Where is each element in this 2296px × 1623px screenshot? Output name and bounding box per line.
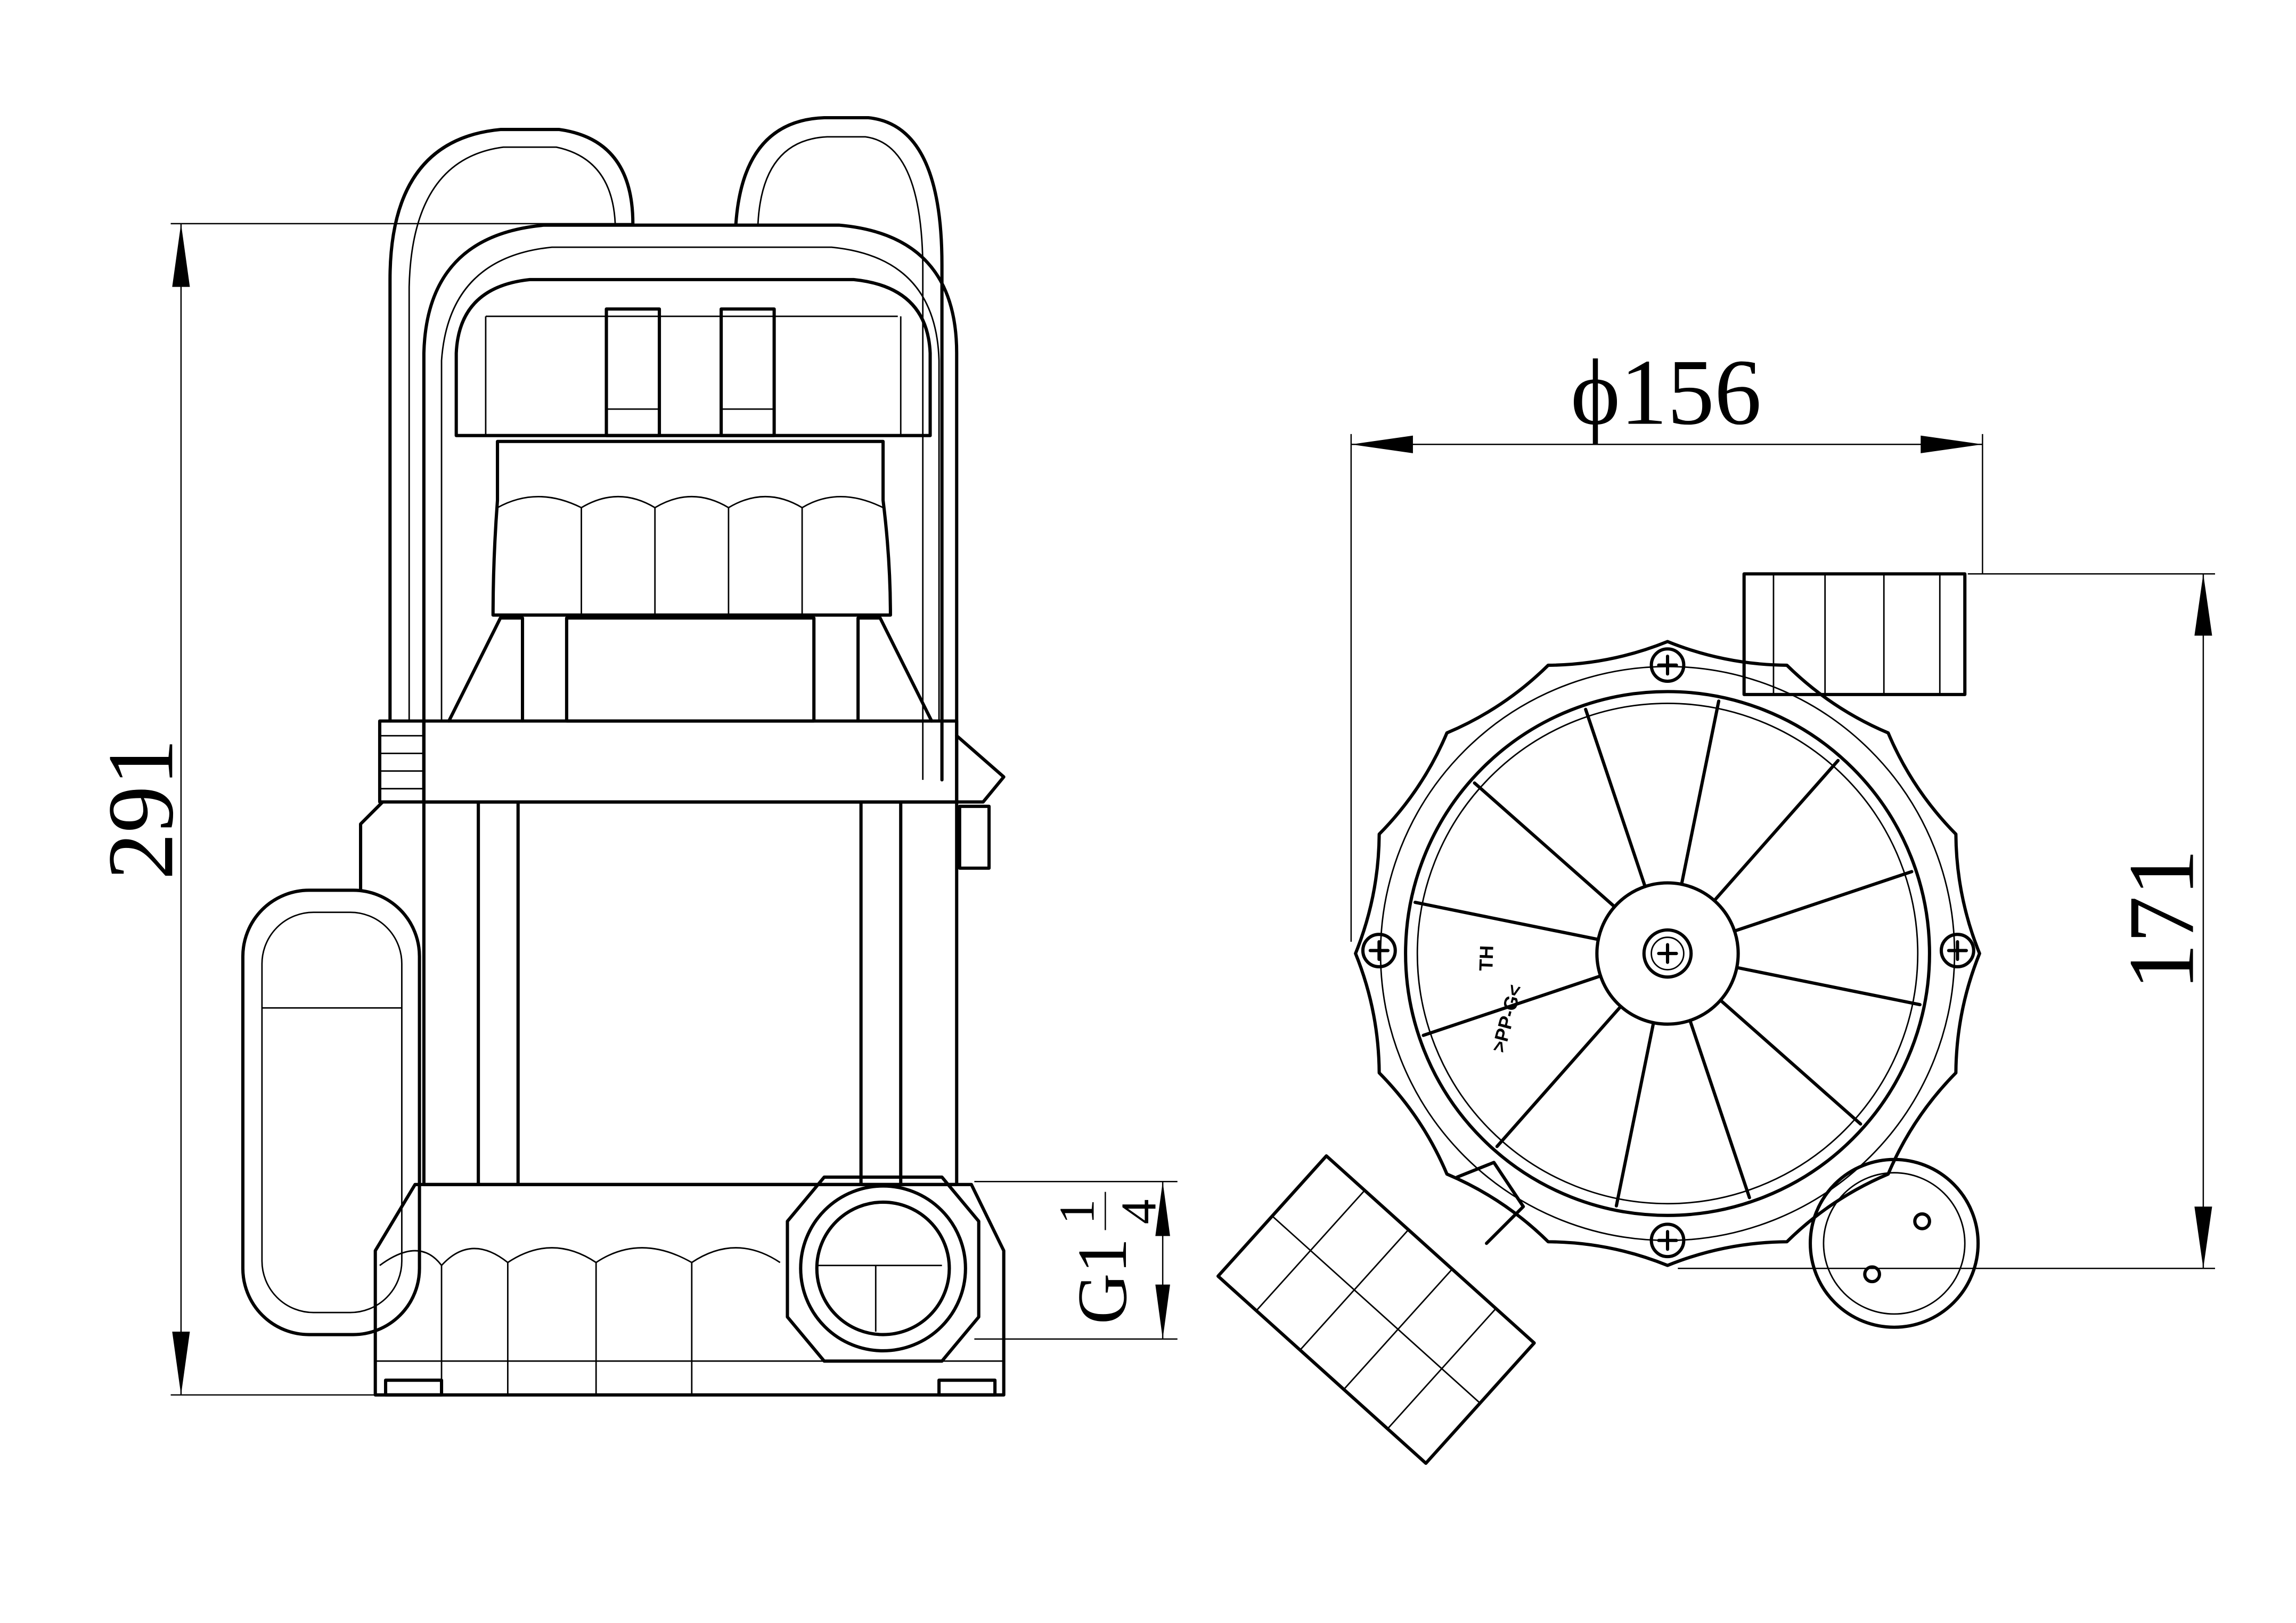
strainer-spoke bbox=[1473, 781, 1616, 909]
handle-right bbox=[734, 116, 944, 782]
outlet-port bbox=[786, 1175, 981, 1363]
upper-housing bbox=[422, 223, 959, 804]
strainer-spoke bbox=[1584, 707, 1647, 888]
dimension-height-291: 291 bbox=[88, 223, 633, 1396]
strainer-spokes bbox=[1413, 699, 1922, 1208]
strainer-spoke bbox=[1413, 900, 1600, 941]
strainer-spoke bbox=[1712, 759, 1840, 902]
float-switch bbox=[241, 800, 421, 1336]
side-view-pump bbox=[241, 116, 1006, 1397]
strainer-spoke bbox=[1688, 1018, 1751, 1200]
motor-cap bbox=[491, 439, 892, 617]
mark-code: TH bbox=[1475, 945, 1498, 971]
screw-top bbox=[1649, 647, 1686, 683]
strainer-spoke bbox=[1495, 1005, 1623, 1148]
thread-numerator: 1 bbox=[1049, 1199, 1105, 1224]
dimension-text-171: 171 bbox=[2110, 849, 2214, 990]
strainer-spoke bbox=[1680, 699, 1721, 886]
screw-right bbox=[1939, 933, 1975, 968]
thread-prefix: G1 bbox=[1063, 1238, 1141, 1324]
pump-base bbox=[373, 1182, 1006, 1397]
housing-outline bbox=[1354, 640, 1981, 1267]
strainer-spoke bbox=[1421, 974, 1603, 1037]
strainer-ring bbox=[1404, 690, 1931, 1217]
float-bottom bbox=[1216, 1154, 1536, 1465]
material-mark: >PP-G< bbox=[1487, 982, 1526, 1055]
hub bbox=[1595, 881, 1740, 1026]
motor-body bbox=[422, 800, 959, 1186]
thread-denominator: 4 bbox=[1111, 1199, 1166, 1224]
dimension-text-291: 291 bbox=[88, 739, 193, 880]
screw-bottom bbox=[1649, 1222, 1686, 1259]
strainer-spoke bbox=[1614, 1021, 1655, 1208]
handle-left bbox=[388, 128, 635, 723]
cable-gland bbox=[378, 719, 426, 804]
bottom-view-pump: >PP-G< TH bbox=[1216, 572, 1981, 1465]
dimension-height-171: 171 bbox=[1678, 573, 2216, 1269]
dimension-diameter-156: ϕ156 bbox=[1350, 340, 1983, 942]
strainer-spoke bbox=[1719, 998, 1862, 1126]
screw-left bbox=[1361, 933, 1397, 968]
top-cap bbox=[454, 278, 932, 437]
strainer-spoke bbox=[1735, 966, 1922, 1007]
middle-band bbox=[422, 719, 959, 804]
plug bbox=[1809, 1157, 1980, 1329]
dimension-text-156: ϕ156 bbox=[1571, 340, 1761, 445]
dimension-outlet-thread: G1 1 4 bbox=[974, 1181, 1178, 1340]
outlet-top bbox=[1742, 572, 1967, 696]
strainer-spoke bbox=[1733, 870, 1914, 933]
